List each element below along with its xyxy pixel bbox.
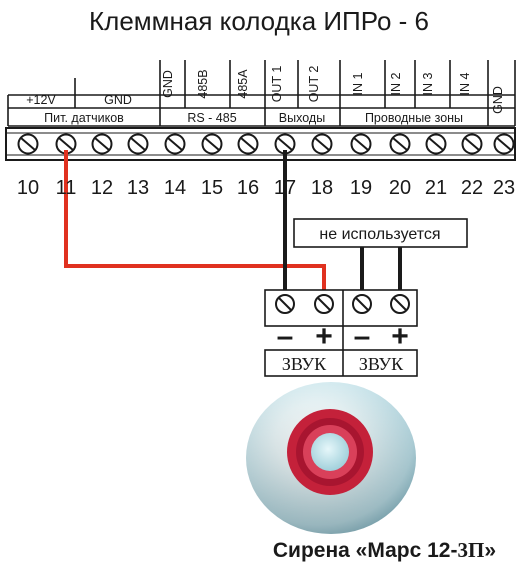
terminal-number: 19	[350, 177, 372, 199]
terminal-screw-icon	[237, 133, 259, 155]
terminal-number: 10	[17, 177, 39, 199]
header-label: GND	[161, 70, 175, 98]
terminal-screw-icon	[389, 133, 411, 155]
wire-red	[64, 150, 326, 298]
header-label: 485B	[196, 69, 210, 98]
header-label: OUT 1	[270, 66, 284, 103]
header-label: GND	[491, 86, 505, 114]
header-label: OUT 2	[307, 66, 321, 103]
header-label: IN 4	[458, 72, 472, 95]
siren-screw-icon	[352, 294, 372, 314]
terminal-number: 21	[425, 177, 447, 199]
group-label: Выходы	[279, 111, 325, 125]
terminal-screw-icon	[164, 133, 186, 155]
terminal-screw-icon	[91, 133, 113, 155]
header-label: IN 3	[421, 72, 435, 95]
siren-caption: Сирена «Марс 12-3П»	[0, 538, 518, 563]
terminal-number: 22	[461, 177, 483, 199]
polarity-mark: –	[277, 320, 294, 353]
siren-screw-icon	[390, 294, 410, 314]
sound-label: ЗВУК	[359, 354, 404, 374]
polarity-mark: +	[391, 320, 409, 353]
terminal-screw-icon	[493, 133, 515, 155]
header-label: 485A	[236, 69, 250, 99]
terminal-strip	[5, 127, 516, 161]
siren-caption-main: Сирена «Марс 12-	[272, 539, 458, 562]
sound-label: ЗВУК	[282, 354, 327, 374]
siren-terminal-block	[264, 289, 418, 377]
terminal-number: 15	[201, 177, 223, 199]
header-label: GND	[104, 93, 132, 107]
siren-screw-icon	[275, 294, 295, 314]
terminal-number: 17	[274, 177, 296, 199]
wires	[64, 150, 402, 298]
group-label: Пит. датчиков	[44, 111, 124, 125]
terminal-number: 12	[91, 177, 113, 199]
terminal-screw-icon	[350, 133, 372, 155]
terminal-number: 16	[237, 177, 259, 199]
terminal-screw-icon	[127, 133, 149, 155]
note-box	[293, 218, 468, 248]
terminal-number: 11	[56, 177, 77, 199]
terminal-screw-icon	[201, 133, 223, 155]
terminal-screw-icon	[17, 133, 39, 155]
terminal-screw-icon	[311, 133, 333, 155]
terminal-number: 18	[311, 177, 333, 199]
terminal-number: 23	[493, 177, 515, 199]
terminal-number: 20	[389, 177, 411, 199]
note-not-used: не используется	[319, 226, 440, 243]
siren-caption-end: »	[484, 539, 496, 562]
terminal-header-table	[7, 60, 516, 127]
terminal-screw-icon	[461, 133, 483, 155]
terminal-screw-icon	[425, 133, 447, 155]
polarity-mark: –	[354, 320, 371, 353]
terminal-number: 13	[127, 177, 149, 199]
header-label: IN 1	[351, 72, 365, 95]
polarity-mark: +	[315, 320, 333, 353]
header-label: +12V	[26, 93, 56, 107]
diagram-title: Клеммная колодка ИПРо - 6	[89, 6, 429, 36]
group-label: RS - 485	[187, 111, 236, 125]
siren-image	[246, 382, 416, 534]
siren-screw-icon	[314, 294, 334, 314]
group-label: Проводные зоны	[365, 111, 463, 125]
siren-caption-model: 3П	[457, 538, 485, 562]
terminal-screw-icon	[274, 133, 296, 155]
header-label: IN 2	[389, 72, 403, 95]
terminal-number: 14	[164, 177, 186, 199]
